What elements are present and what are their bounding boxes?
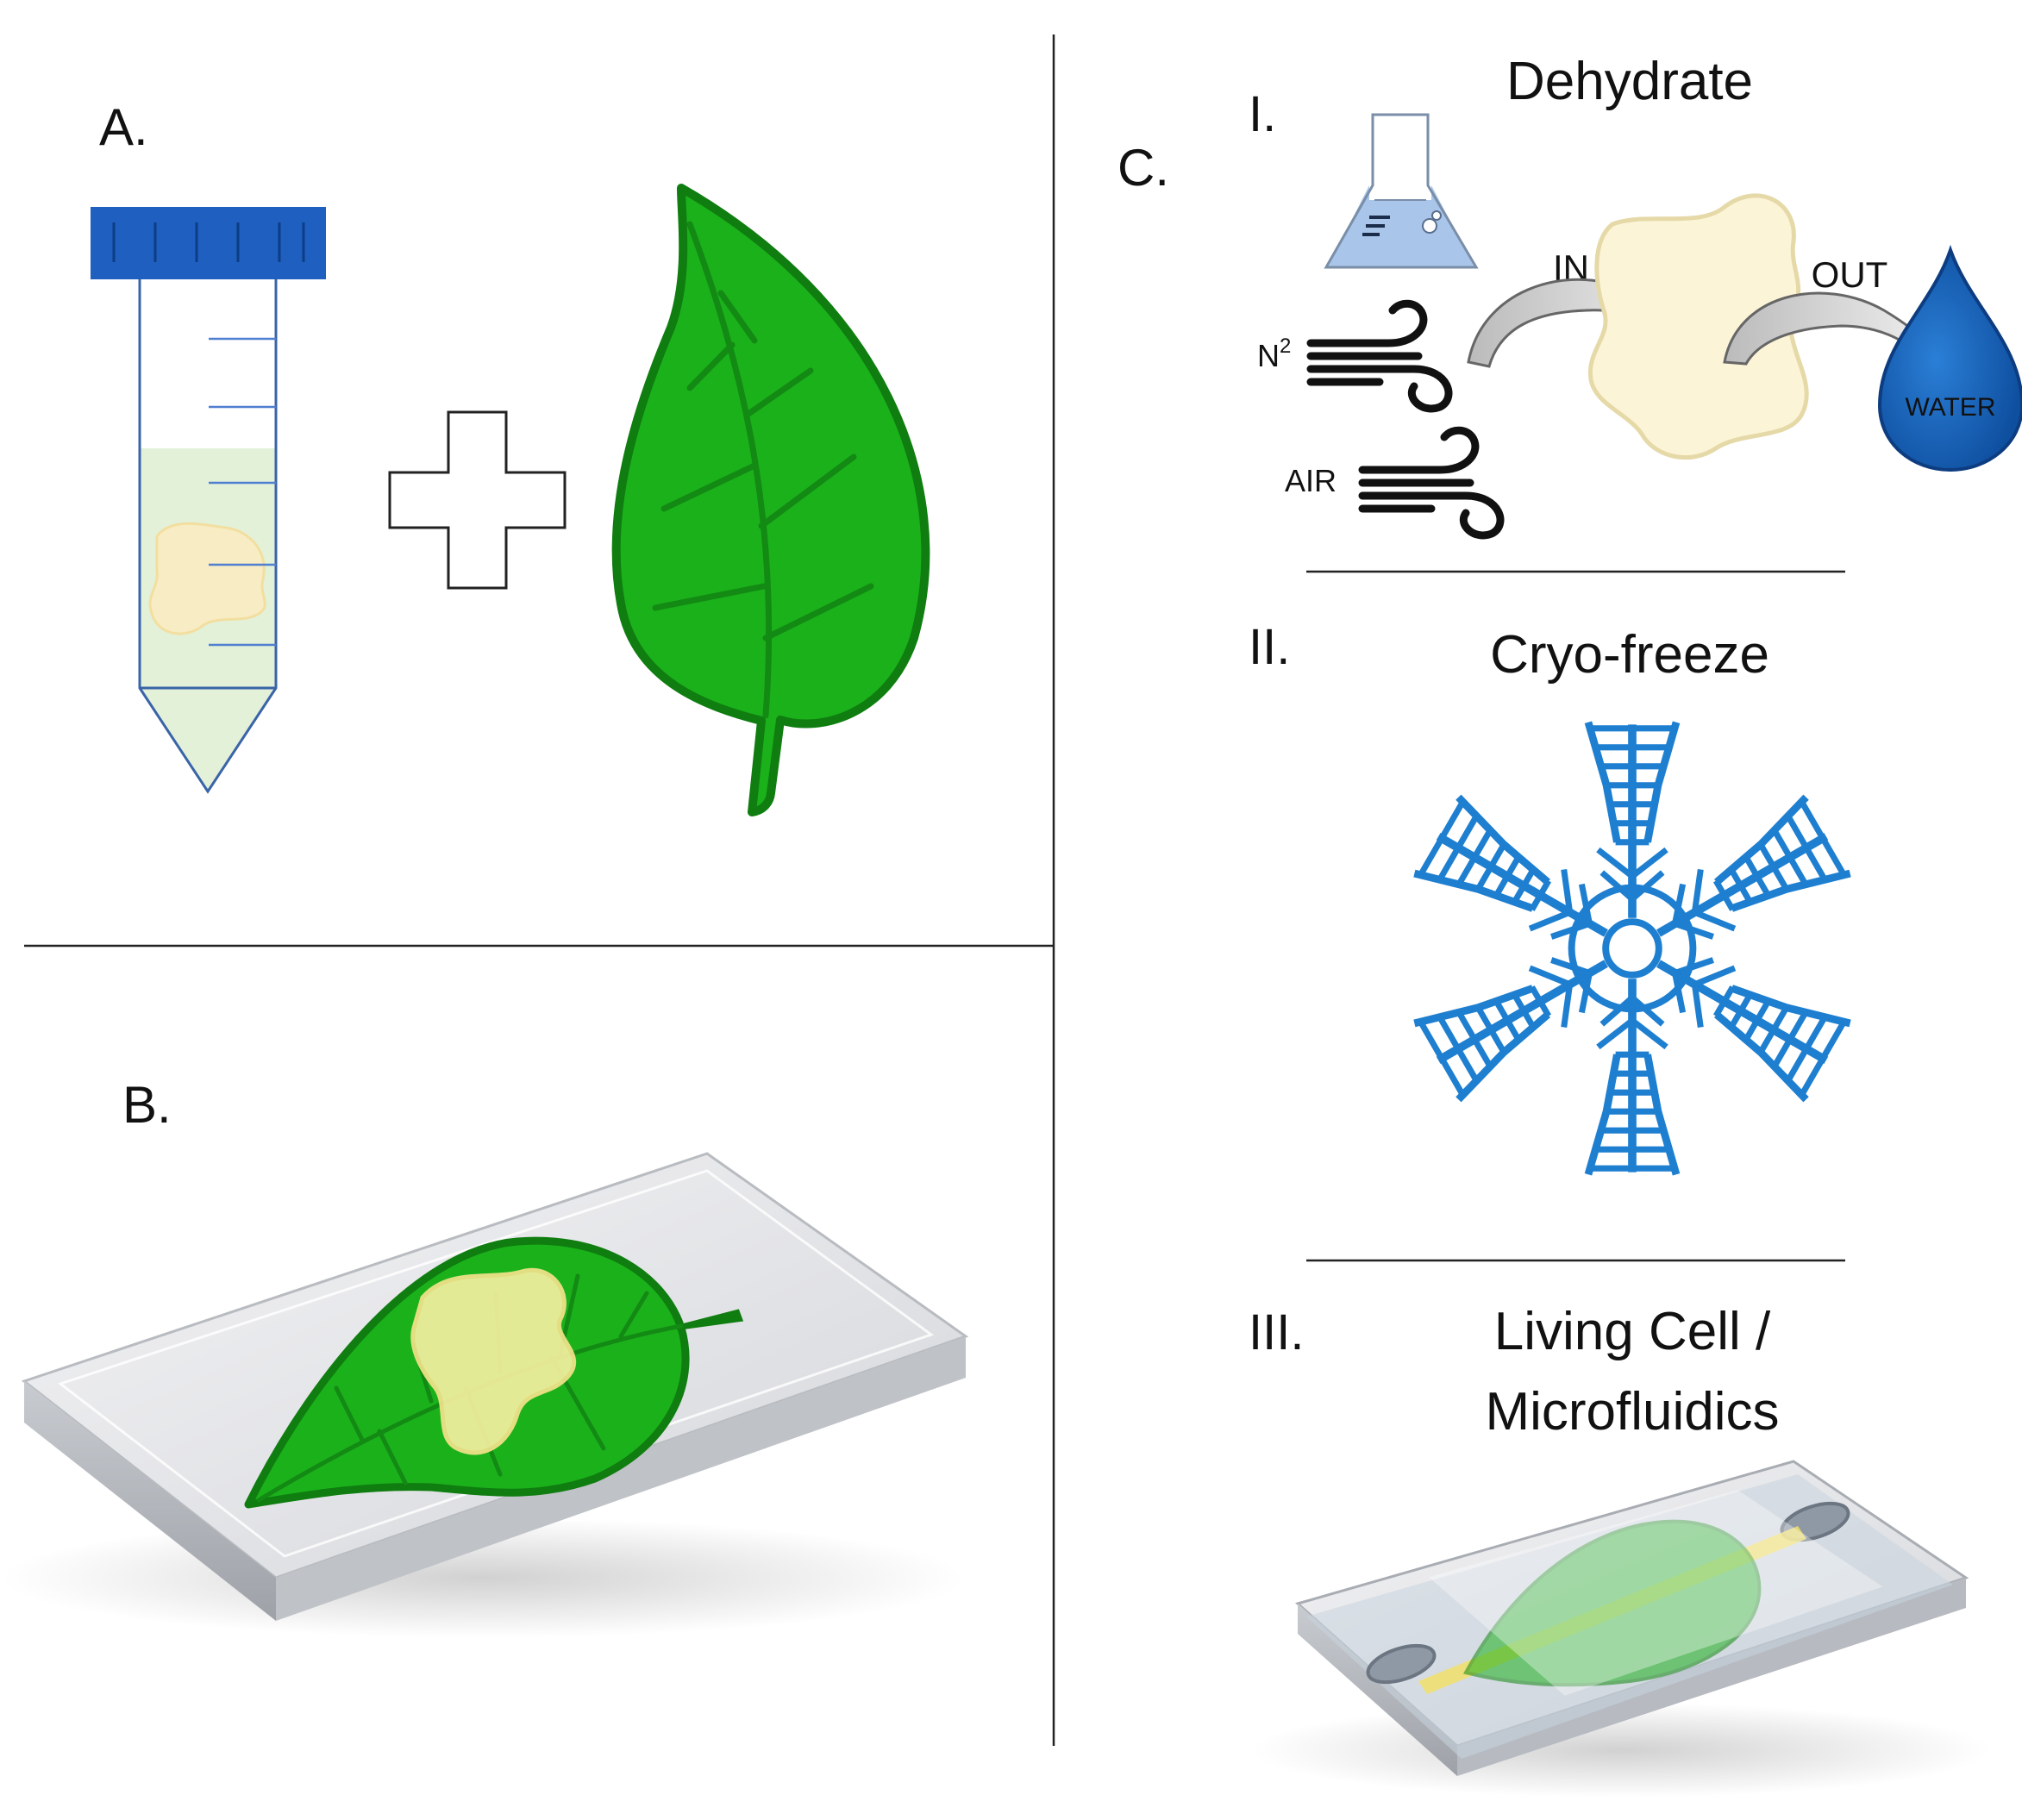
wind-icon <box>1358 426 1505 540</box>
gas-air-label: AIR <box>1285 463 1337 498</box>
plus-icon <box>388 410 567 590</box>
panel-b-label: B. <box>122 1076 172 1134</box>
snowflake-icon <box>1414 722 1850 1174</box>
step-3-title-line1: Living Cell / <box>1494 1302 1771 1361</box>
wind-icon <box>1306 299 1453 413</box>
step-2-numeral: II. <box>1249 619 1290 675</box>
panel-c-label: C. <box>1117 139 1169 197</box>
sample-dried-icon <box>1587 193 1809 460</box>
step-3-title-line2: Microfluidics <box>1485 1382 1779 1442</box>
step-3-numeral: III. <box>1249 1304 1304 1360</box>
panel-a-label: A. <box>99 98 148 156</box>
leaf-icon <box>611 184 930 816</box>
gas-air: AIR <box>1285 426 1505 540</box>
out-label: OUT <box>1812 254 1888 295</box>
step-1-numeral: I. <box>1249 86 1276 142</box>
step-2-title: Cryo-freeze <box>1490 625 1769 685</box>
water-drop-icon: WATER <box>1877 244 2022 472</box>
gas-n2-label: N2 <box>1257 335 1291 373</box>
leaf-on-slide <box>244 1236 744 1509</box>
step-1-title: Dehydrate <box>1506 52 1753 111</box>
conical-tube-icon <box>91 207 326 794</box>
water-label: WATER <box>1906 393 1996 422</box>
flask-icon <box>1324 113 1479 269</box>
gas-n2: N2 <box>1257 299 1453 413</box>
microfluidic-chip-icon <box>1250 1460 1992 1798</box>
